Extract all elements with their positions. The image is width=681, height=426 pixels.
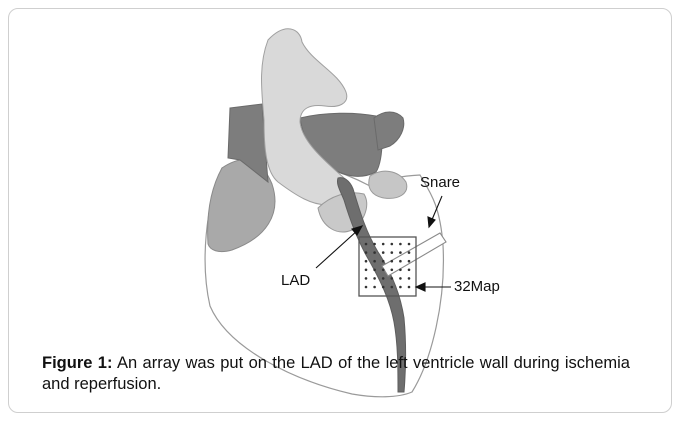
electrode-dot xyxy=(399,251,402,254)
electrode-dot xyxy=(391,243,394,246)
electrode-dot xyxy=(382,286,385,289)
electrode-dot xyxy=(365,277,368,280)
electrode-dot xyxy=(391,251,394,254)
electrode-dot xyxy=(373,277,376,280)
electrode-dot xyxy=(382,269,385,272)
pulmonary-vein xyxy=(374,112,404,150)
electrode-dot xyxy=(399,269,402,272)
electrode-dot xyxy=(382,251,385,254)
electrode-dot xyxy=(365,251,368,254)
electrode-dot xyxy=(408,269,411,272)
electrode-dot xyxy=(373,269,376,272)
electrode-dot xyxy=(382,277,385,280)
snare-label: Snare xyxy=(420,174,460,191)
lad-label: LAD xyxy=(281,272,310,289)
electrode-dot xyxy=(408,243,411,246)
electrode-dot xyxy=(382,243,385,246)
electrode-dot xyxy=(373,243,376,246)
electrode-dot xyxy=(408,251,411,254)
figure-caption: Figure 1: An array was put on the LAD of… xyxy=(42,353,630,395)
electrode-dot xyxy=(373,251,376,254)
electrode-dot xyxy=(391,269,394,272)
electrode-dot xyxy=(391,277,394,280)
electrode-dot xyxy=(365,286,368,289)
electrode-dot xyxy=(391,286,394,289)
electrode-dot xyxy=(365,260,368,263)
electrode-dot xyxy=(382,260,385,263)
electrode-dot xyxy=(399,260,402,263)
atrial-appendage xyxy=(369,171,407,198)
electrode-dot xyxy=(373,286,376,289)
electrode-dot xyxy=(399,286,402,289)
map-label: 32Map xyxy=(454,278,500,295)
electrode-dot xyxy=(408,286,411,289)
electrode-dot xyxy=(408,277,411,280)
caption-label: Figure 1: xyxy=(42,354,112,372)
caption-text: An array was put on the LAD of the left … xyxy=(42,354,630,393)
electrode-dot xyxy=(399,243,402,246)
electrode-dot xyxy=(365,243,368,246)
electrode-dot xyxy=(373,260,376,263)
electrode-dot xyxy=(399,277,402,280)
electrode-dot xyxy=(408,260,411,263)
electrode-dot xyxy=(365,269,368,272)
electrode-dot xyxy=(391,260,394,263)
